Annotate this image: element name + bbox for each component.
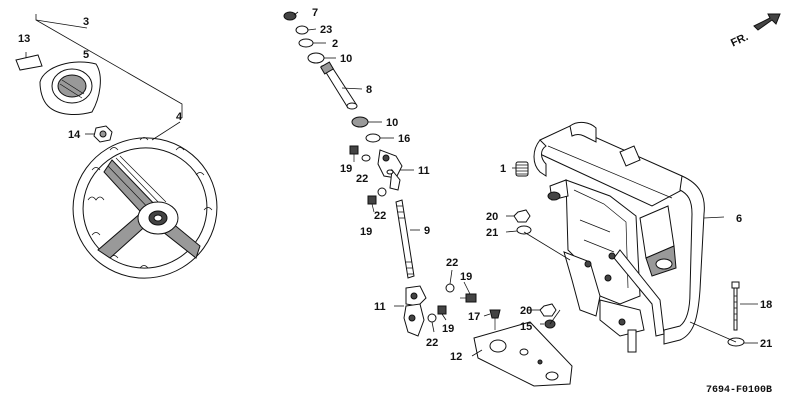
front-label: FR.: [729, 31, 750, 49]
callout-18: 18: [760, 299, 772, 311]
front-arrow-icon: [753, 13, 781, 31]
callout-19-b: 19: [360, 226, 372, 238]
front-direction-indicator: FR.: [729, 13, 781, 49]
callout-4: 4: [176, 111, 183, 123]
bushing-part-10-lower: [351, 116, 369, 128]
nut-part-20-a: [513, 209, 531, 223]
callout-8: 8: [366, 84, 372, 96]
callout-23: 23: [320, 24, 332, 36]
callout-11-upper: 11: [418, 165, 430, 177]
callout-10-lower: 10: [386, 117, 398, 129]
washer-part-16: [365, 133, 381, 143]
bolt-part-17: [489, 309, 501, 330]
bushing-part-23: [295, 25, 309, 35]
column-stack-group: [283, 11, 477, 337]
lower-shaft-part: [395, 199, 415, 279]
mounting-plate-part: [473, 321, 573, 387]
callout-19-a: 19: [340, 163, 352, 175]
horn-pad-part: [39, 61, 101, 115]
nut-part-22-c: [445, 283, 455, 293]
callout-19-c: 19: [460, 271, 472, 283]
callout-9: 9: [424, 225, 430, 237]
callout-22-b: 22: [374, 210, 386, 222]
callout-21-b: 21: [760, 338, 772, 350]
washer-part-2: [298, 38, 314, 48]
bolt-part-18: [731, 281, 740, 331]
nut-part-7: [283, 11, 297, 21]
nut-part-22-a: [361, 154, 371, 162]
leader-lines: [25, 11, 758, 357]
callout-7: 7: [312, 7, 318, 19]
main-frame-part: [533, 121, 705, 353]
callout-22-d: 22: [426, 337, 438, 349]
callout-1: 1: [500, 163, 506, 175]
universal-joint-upper: [377, 149, 403, 191]
bolt-part-19-a: [349, 145, 359, 162]
callout-5: 5: [83, 49, 89, 61]
callout-2: 2: [332, 38, 338, 50]
nut-part-14: [93, 125, 113, 143]
upper-shaft-part: [319, 61, 358, 110]
nut-part-20-b: [539, 303, 557, 317]
diagram-code: 7694-F0100B: [706, 385, 772, 396]
callout-labels: 3 13 5 4 14 7 23 2 10 8 10 16 19 22 11 2…: [18, 7, 772, 363]
callout-15: 15: [520, 321, 532, 333]
callout-13: 13: [18, 33, 30, 45]
callout-14: 14: [68, 129, 81, 141]
callout-17: 17: [468, 311, 480, 323]
nut-part-22-d: [427, 313, 437, 323]
callout-22-a: 22: [356, 173, 368, 185]
callout-21-a: 21: [486, 227, 498, 239]
nut-part-22-b: [377, 187, 387, 197]
callout-22-c: 22: [446, 257, 458, 269]
bolt-part-19-d: [437, 305, 447, 315]
bushing-part-10-top: [307, 52, 325, 64]
callout-11-lower: 11: [374, 301, 386, 313]
emblem-part: [15, 54, 43, 71]
callout-20-b: 20: [520, 305, 532, 317]
callout-20-a: 20: [486, 211, 498, 223]
frame-group: [473, 121, 745, 387]
callout-3: 3: [83, 16, 89, 28]
steering-wheel-group: [15, 14, 218, 279]
callout-16: 16: [398, 133, 410, 145]
bolt-part-19-c: [460, 293, 477, 303]
bolt-part-19-b: [367, 195, 377, 213]
universal-joint-lower: [403, 285, 427, 337]
callout-19-d: 19: [442, 323, 454, 335]
callout-6: 6: [736, 213, 742, 225]
callout-10-top: 10: [340, 53, 352, 65]
spring-part: [515, 161, 529, 177]
steering-wheel-part: [72, 137, 218, 279]
washer-part-21-a: [516, 225, 532, 235]
callout-12: 12: [450, 351, 462, 363]
